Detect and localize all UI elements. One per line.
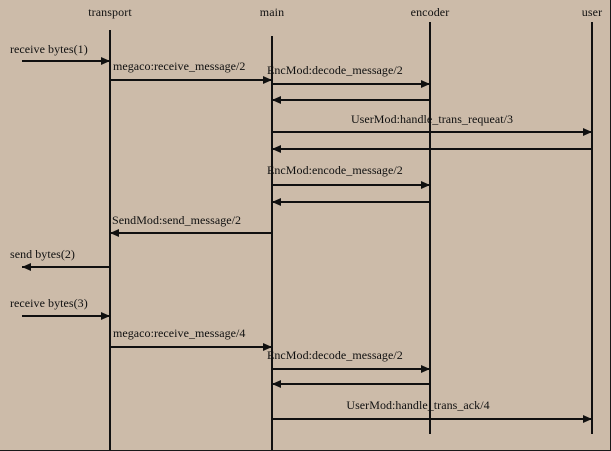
message-label-m3: EncMod:decode_message/2 [267,63,403,77]
arrow-head-m4 [272,96,281,104]
arrow-head-m12 [263,343,272,351]
arrow-head-m13 [421,365,430,373]
message-line-m2 [110,79,272,81]
message-label-m15: UserMod:handle_trans_ack/4 [346,398,490,412]
message-line-m6 [272,148,592,150]
message-line-m10 [22,266,110,268]
arrow-head-m11 [101,312,110,320]
arrow-head-m2 [263,76,272,84]
message-line-m12 [110,346,272,348]
arrow-head-m9 [110,229,119,237]
message-label-m13: EncMod:decode_message/2 [267,348,403,362]
message-line-m13 [272,368,430,370]
message-line-m15 [272,418,592,420]
arrow-head-m3 [421,80,430,88]
message-line-m8 [272,201,430,203]
message-line-m5 [272,131,592,133]
message-line-m11 [22,315,110,317]
arrow-head-m5 [583,128,592,136]
lifeline-user [591,22,593,434]
message-label-m7: EncMod:encode_message/2 [267,163,403,177]
message-label-m1: receive bytes(1) [10,42,88,56]
message-line-m1 [22,60,110,62]
arrow-head-m7 [421,181,430,189]
message-label-m12: megaco:receive_message/4 [113,326,246,340]
message-label-m9: SendMod:send_message/2 [112,213,242,227]
message-label-m5: UserMod:handle_trans_requeat/3 [350,112,514,126]
message-line-m7 [272,184,430,186]
message-label-m2: megaco:receive_message/2 [113,59,246,73]
message-label-m10: send bytes(2) [10,247,75,261]
arrow-head-m14 [272,380,281,388]
arrow-head-m8 [272,198,281,206]
participant-label-main: main [259,5,285,19]
arrow-head-m10 [22,263,31,271]
participant-label-transport: transport [88,5,132,19]
message-line-m9 [110,232,272,234]
lifeline-main [271,36,273,451]
message-label-m11: receive bytes(3) [10,296,88,310]
message-line-m3 [272,83,430,85]
arrow-head-m6 [272,145,281,153]
message-line-m14 [272,383,430,385]
arrow-head-m15 [583,415,592,423]
lifeline-transport [109,30,111,451]
arrow-head-m1 [101,57,110,65]
participant-label-user: user [581,5,603,19]
lifeline-encoder [429,22,431,434]
participant-label-encoder: encoder [410,5,450,19]
message-line-m4 [272,99,430,101]
